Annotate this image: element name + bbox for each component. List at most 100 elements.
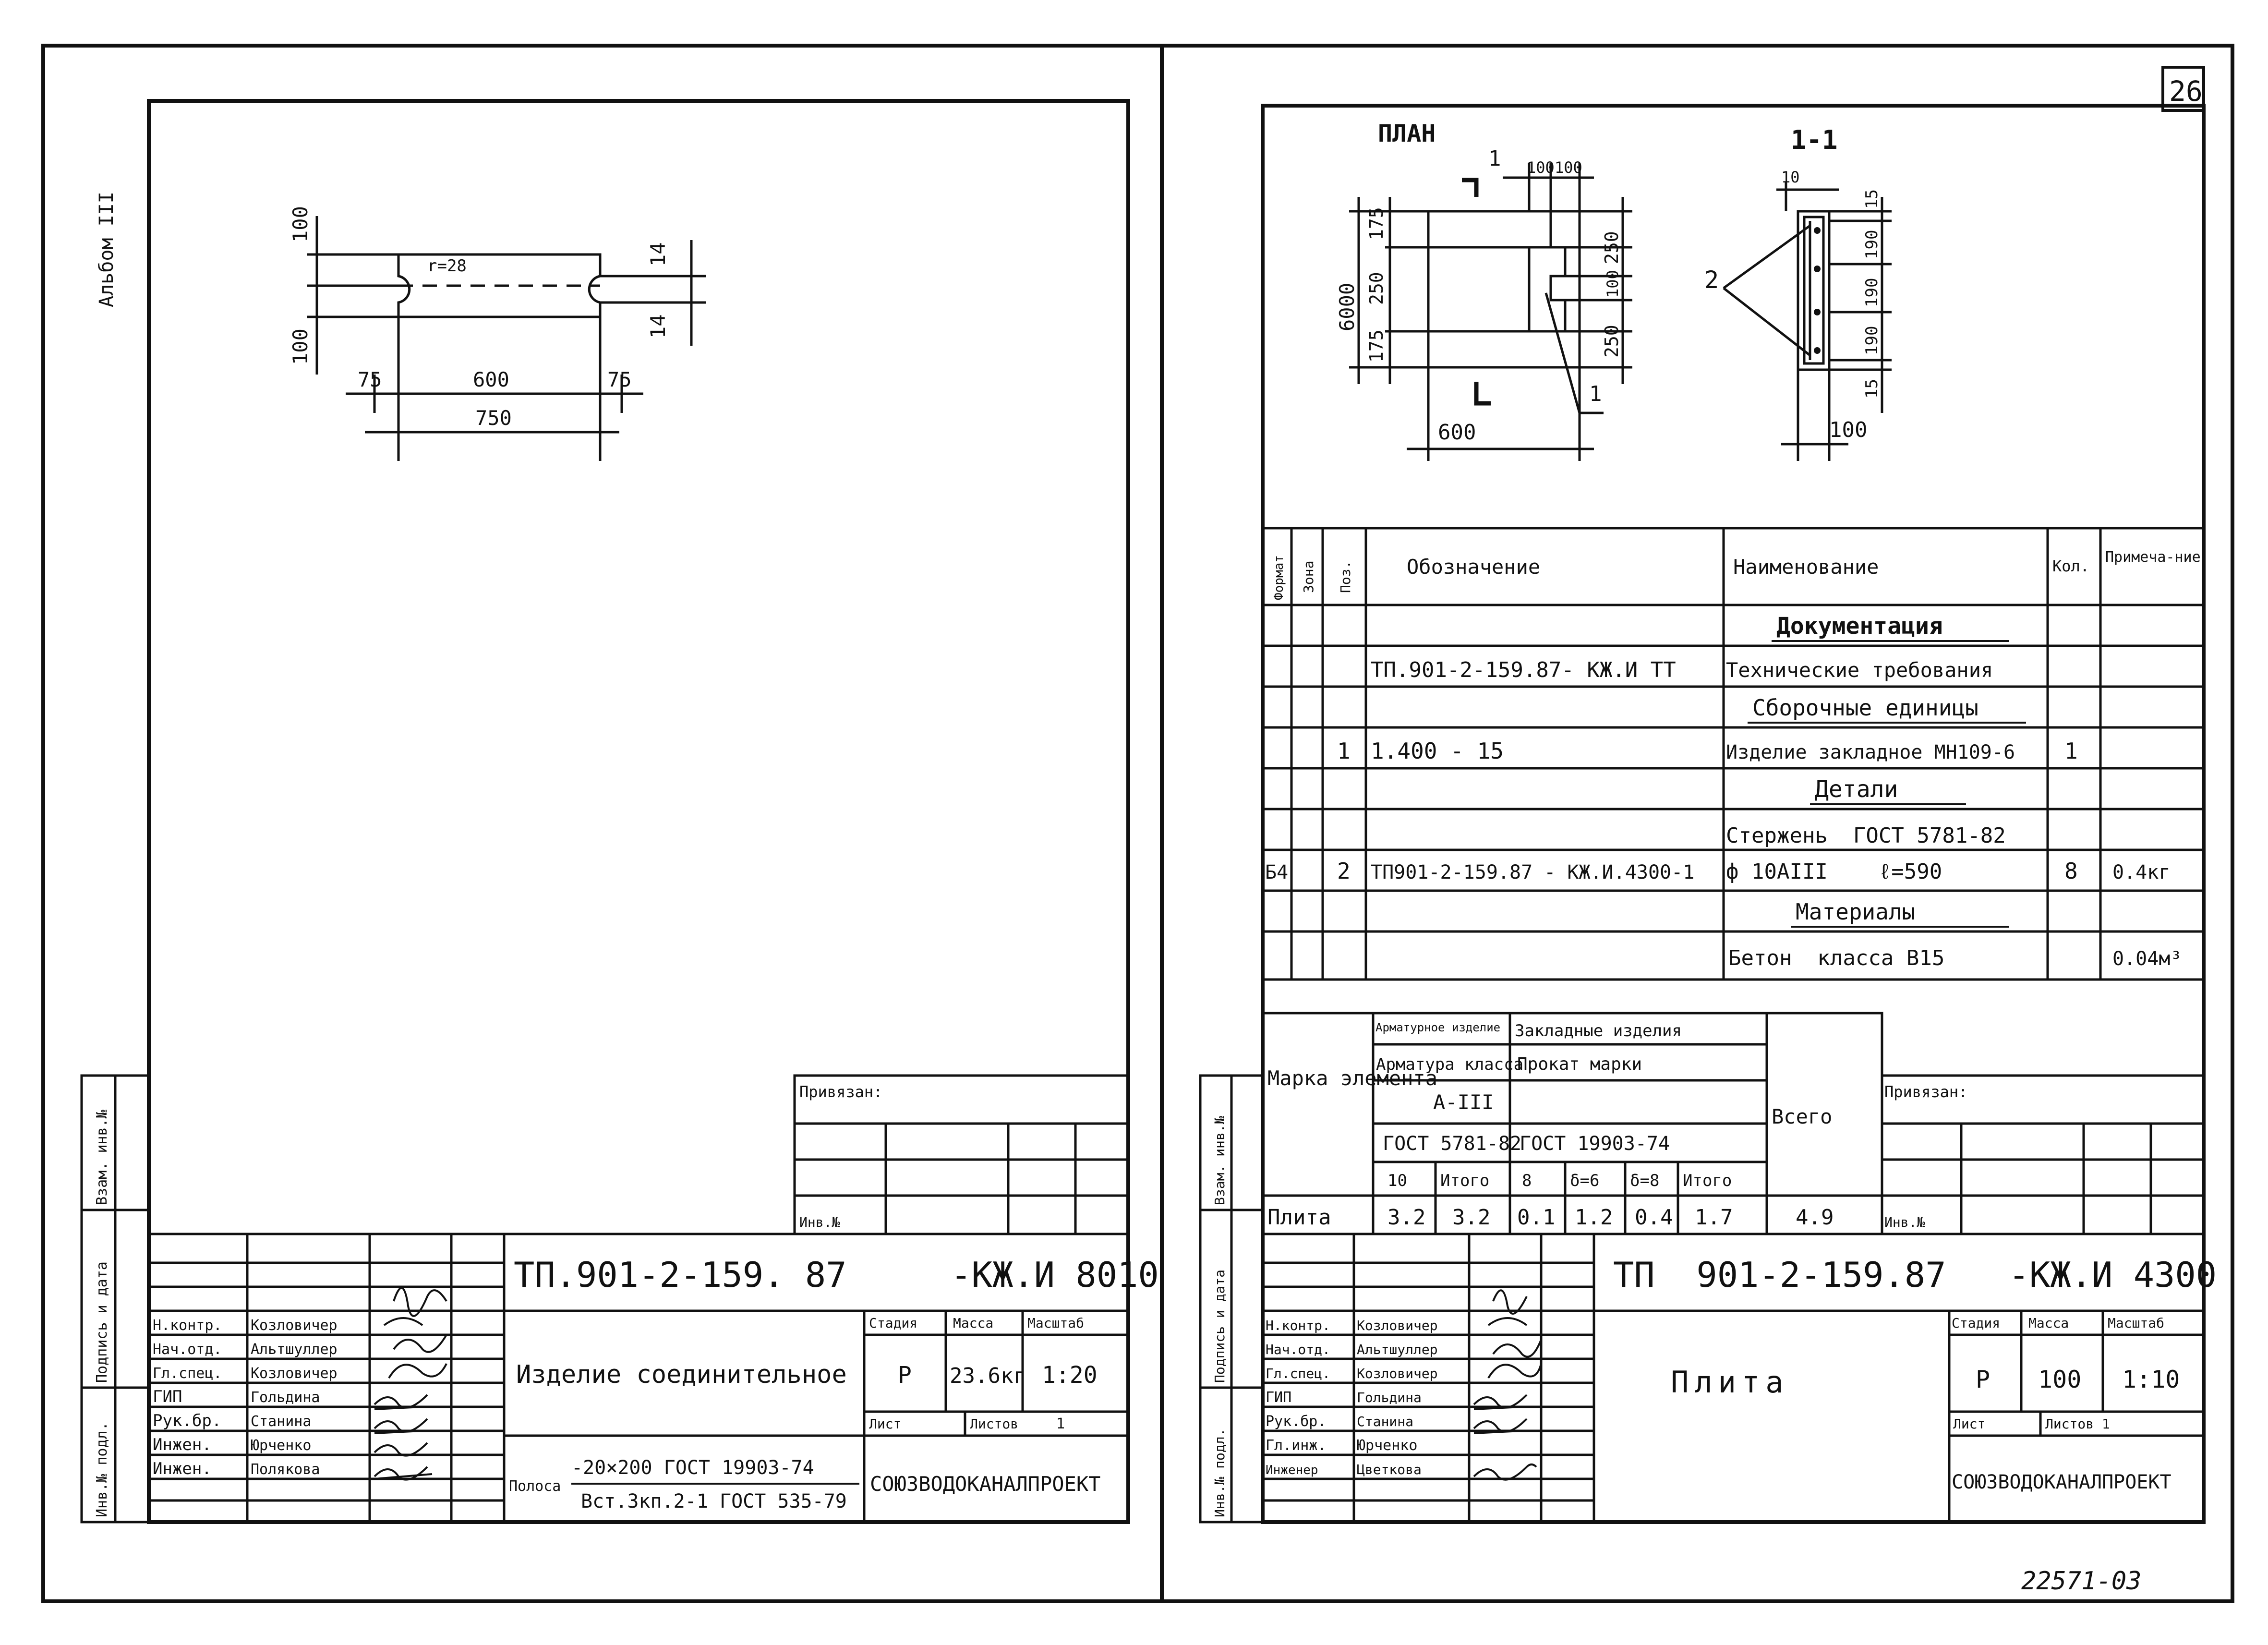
plan-dim-100-a: 100 (1527, 158, 1555, 177)
left-staff-role: Инжен. (153, 1459, 212, 1478)
spec-header-qty: Кол. (2052, 557, 2089, 575)
right-stage: Р (1976, 1366, 1990, 1393)
section-dim-15-top: 15 (1862, 189, 1882, 209)
table-row: Бетон класса В15 0.04м³ (1728, 946, 2182, 970)
steel-emb-header: Закладные изделия (1515, 1021, 1682, 1040)
steel-prokat: Прокат марки (1517, 1054, 1642, 1074)
table-row: 1 1.400 - 15 Изделие закладное МН109-6 1 (1337, 738, 2078, 764)
right-mass: 100 (2038, 1366, 2081, 1393)
right-staff-list: Н.контр. Козловичер Нач.отд. Альтшуллер … (1266, 1318, 1438, 1477)
steel-row-name: Плита (1267, 1205, 1331, 1230)
left-stage: Р (898, 1362, 912, 1389)
section-dim-190-a: 190 (1862, 230, 1882, 259)
table-row: ТП.901-2-159.87- КЖ.И ТТ Технические тре… (1371, 658, 1993, 682)
section-dim-100: 100 (1829, 418, 1867, 442)
right-staff-name: Станина (1357, 1414, 1413, 1429)
right-staff-role: Инженер (1266, 1463, 1318, 1477)
left-side-sign: Подпись и дата (94, 1261, 110, 1383)
right-sheets-header: Листов 1 (2045, 1416, 2110, 1432)
right-sheet: 26 ПЛАН (1199, 66, 2217, 1524)
spec-header-zone: Зона (1301, 561, 1316, 593)
right-side-sign: Подпись и дата (1212, 1270, 1228, 1383)
right-staff-name: Цветкова (1357, 1462, 1422, 1477)
dim-100-bottom: 100 (289, 328, 312, 365)
steel-sub-header: Итого (1683, 1171, 1732, 1190)
steel-a3: А-III (1433, 1090, 1494, 1114)
spec-section-assemblies: Сборочные единицы (1752, 695, 1978, 721)
left-staff-name: Юрченко (251, 1437, 311, 1454)
left-staff-name: Козловичер (251, 1365, 338, 1382)
plan-dim-175-bottom: 175 (1366, 329, 1387, 363)
spec-name: Изделие закладное МН109-6 (1726, 741, 2015, 763)
left-staff-name: Альтшуллер (251, 1341, 338, 1358)
dim-600: 600 (473, 368, 509, 391)
left-staff-name: Гольдина (251, 1389, 320, 1406)
spec-table-rows: Документация ТП.901-2-159.87- КЖ.И ТТ Те… (1265, 613, 2182, 970)
right-signatures (1473, 1289, 1542, 1481)
left-staff-role: Инжен. (153, 1435, 212, 1454)
section-dim-15-bottom: 15 (1862, 379, 1882, 399)
right-side-inv: Инв.№ подл. (1212, 1428, 1228, 1517)
spec-code: 1.400 - 15 (1371, 738, 1504, 764)
steel-mark-header: Марка элемента (1267, 1066, 1437, 1090)
plan-dim-250-right-top: 250 (1601, 231, 1622, 264)
right-stage-header: Стадия (1952, 1315, 2000, 1331)
steel-gost-2: ГОСТ 19903-74 (1520, 1133, 1670, 1155)
plan-cut-label-top: 1 (1488, 146, 1501, 171)
section-dim-190-c: 190 (1862, 326, 1882, 355)
left-material-bottom: Вст.3кп.2-1 ГОСТ 535-79 (581, 1490, 847, 1512)
left-stage-header: Стадия (869, 1315, 917, 1331)
steel-value: 0.1 (1517, 1205, 1555, 1230)
steel-value: 1.2 (1575, 1205, 1613, 1230)
right-staff-name: Гольдина (1357, 1390, 1422, 1405)
left-side-inv: Инв.№ подл. (94, 1422, 110, 1517)
left-staff-name: Станина (251, 1413, 311, 1430)
right-scale: 1:10 (2122, 1366, 2180, 1393)
right-item-name: Плита (1671, 1365, 1789, 1400)
spec-section-details: Детали (1815, 776, 1898, 803)
steel-total-header: Всего (1772, 1105, 1832, 1128)
steel-value: 1.7 (1695, 1205, 1733, 1230)
left-title-block (147, 1233, 1130, 1524)
left-sheets-header: Листов (970, 1416, 1018, 1432)
section-dim-190-b: 190 (1862, 278, 1882, 307)
section-title: 1-1 (1791, 125, 1838, 155)
spec-header-pos: Поз. (1338, 561, 1353, 593)
right-organization: СОЮЗВОДОКАНАЛПРОЕКТ (1952, 1471, 2171, 1493)
right-staff-role: Гл.инж. (1266, 1437, 1326, 1454)
left-scale-header: Масштаб (1027, 1315, 1084, 1331)
spec-table-grid (1261, 527, 2205, 981)
left-staff-list: Н.контр. Козловичер Нач.отд. Альтшуллер … (153, 1317, 338, 1478)
left-sheet-header: Лист (869, 1416, 901, 1432)
steel-arm-class: Арматура класса (1376, 1055, 1523, 1074)
radius-label: r=28 (427, 256, 467, 276)
steel-sub-header: δ=8 (1630, 1171, 1659, 1190)
steel-arm-header: Арматурное изделие (1375, 1021, 1500, 1034)
connector-part-drawing (307, 216, 706, 461)
right-staff-role: Н.контр. (1266, 1318, 1330, 1333)
spec-name: Стержень ГОСТ 5781-82 (1726, 823, 2006, 848)
left-drawing-code: ТП.901-2-159. 87 -КЖ.И 8010 (514, 1255, 1159, 1295)
left-sheets-count: 1 (1056, 1415, 1065, 1432)
right-staff-role: Нач.отд. (1266, 1342, 1330, 1357)
right-side-stamps (1199, 1074, 1264, 1524)
table-row: Документация (1772, 613, 2009, 642)
plan-dim-100-right: 100 (1604, 270, 1622, 298)
steel-table: Марка элемента Арматурное изделие Заклад… (1267, 1021, 1834, 1230)
spec-code: ТП901-2-159.87 - КЖ.И.4300-1 (1371, 861, 1694, 883)
sheet-number: 26 (2169, 75, 2203, 108)
steel-sub-header: 10 (1387, 1171, 1407, 1190)
spec-section-documents: Документация (1776, 613, 1943, 640)
section-pos-2: 2 (1704, 266, 1719, 294)
spec-name: Технические требования (1726, 658, 1993, 682)
spec-name: Бетон класса В15 (1728, 946, 1944, 970)
right-staff-name: Юрченко (1357, 1437, 1417, 1454)
left-mass: 23.6кг (950, 1364, 1026, 1388)
dim-100-top: 100 (289, 206, 312, 242)
section-rebars (1814, 227, 1821, 354)
right-staff-name: Альтшуллер (1357, 1342, 1438, 1357)
right-mass-header: Масса (2028, 1315, 2069, 1331)
table-row: Материалы (1791, 899, 2009, 928)
section-dims: 10 15 190 190 190 15 100 2 (1704, 168, 1882, 442)
left-side-replace: Взам. инв.№ (94, 1110, 110, 1205)
